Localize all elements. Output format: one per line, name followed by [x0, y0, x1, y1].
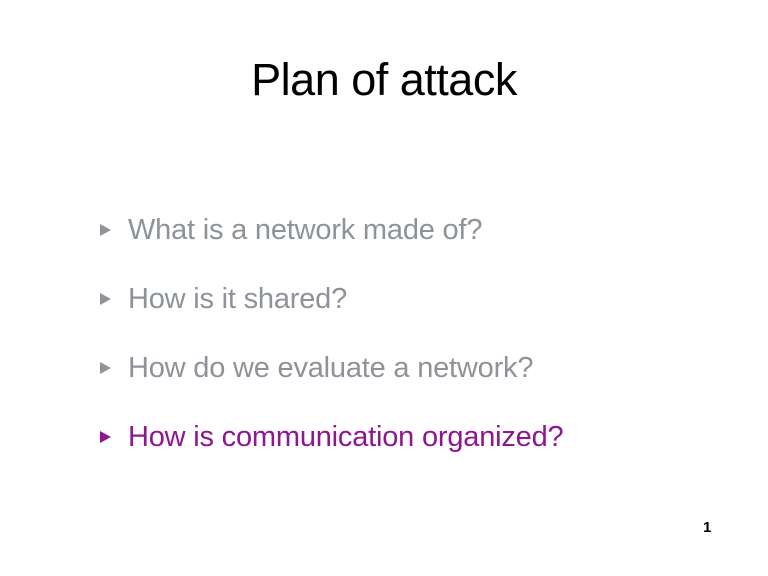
bullet-item-highlighted: How is communication organized? [100, 417, 700, 457]
bullet-text: How is it shared? [128, 283, 348, 315]
bullet-item: What is a network made of? [100, 210, 700, 250]
arrow-bullet-icon [100, 431, 111, 443]
arrow-bullet-icon [100, 224, 111, 236]
slide-title: Plan of attack [251, 54, 517, 105]
arrow-bullet-icon [100, 362, 111, 374]
bullet-text: How do we evaluate a network? [128, 352, 534, 384]
bullet-item: How is it shared? [100, 279, 700, 319]
page-number: 1 [703, 519, 712, 536]
arrow-bullet-icon [100, 293, 111, 305]
bullet-text: What is a network made of? [128, 214, 483, 246]
bullet-item: How do we evaluate a network? [100, 348, 700, 388]
bullet-text: How is communication organized? [128, 421, 564, 453]
bullet-list: What is a network made of? How is it sha… [100, 210, 700, 486]
